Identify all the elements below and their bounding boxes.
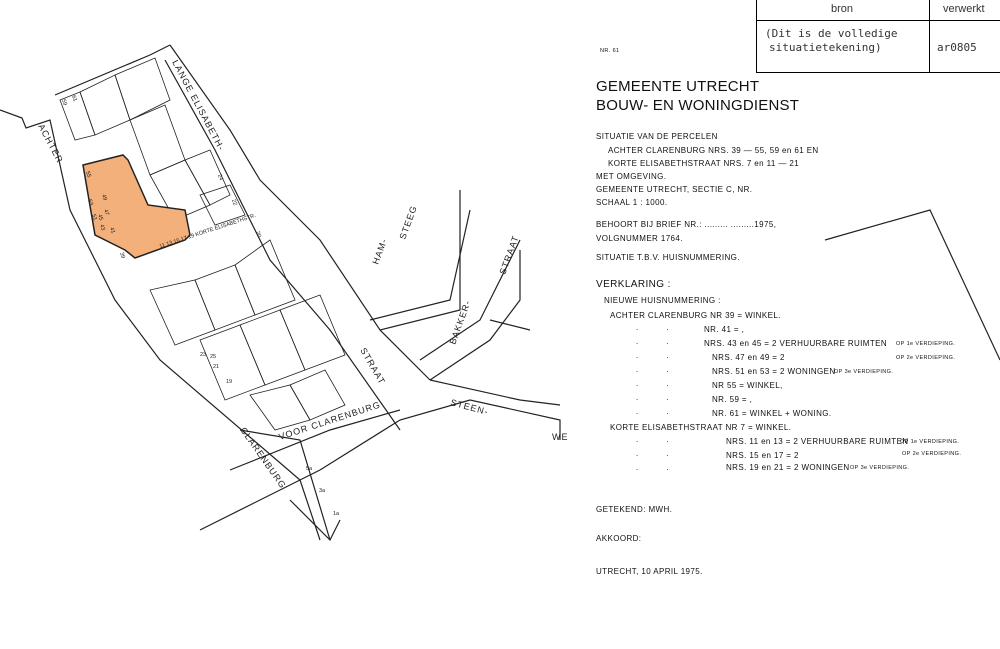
legend-akkoord: AKKOORD: xyxy=(596,534,642,543)
number-20: 20 xyxy=(254,231,262,239)
number-49: 49 xyxy=(100,194,108,202)
number-39: 39 xyxy=(118,252,126,260)
col-header-bron: bron xyxy=(831,3,854,15)
legend-row-3: NRS. 43 en 45 = 2 VERHUURBARE RUIMTEN xyxy=(704,339,888,348)
legend-schaal: SCHAAL 1 : 1000. xyxy=(596,198,668,207)
street-label-achter: ACHTER xyxy=(36,122,65,165)
bron-note-line-2: situatietekening) xyxy=(769,41,882,54)
street-label-we: WE xyxy=(552,432,569,442)
legend-row-5: NRS. 51 en 53 = 2 WONINGEN xyxy=(712,367,836,376)
legend-verklaring: VERKLARING : xyxy=(596,279,671,290)
legend-row-7: NR. 59 = , xyxy=(712,395,753,404)
street-label-bakker: BAKKER- xyxy=(447,299,472,346)
legend-row-9: KORTE ELISABETHSTRAAT NR 7 = WINKEL. xyxy=(610,423,792,432)
archive-table-header xyxy=(757,0,1000,21)
legend-row-5-note: OP 3e VERDIEPING. xyxy=(834,369,894,375)
number-19: 19 xyxy=(226,379,232,385)
legend-brief: BEHOORT BIJ BRIEF NR.: ......... .......… xyxy=(596,220,777,229)
legend-row-4: NRS. 47 en 49 = 2 xyxy=(712,353,785,362)
street-label-lange-elisabeth: LANGE ELISABETH- xyxy=(170,58,226,152)
street-label-voor-clarenburg: VOOR CLARENBURG xyxy=(278,399,382,441)
number-59: 59 xyxy=(60,99,68,107)
number-43: 43 xyxy=(98,224,106,232)
legend-row-11: NRS. 15 en 17 = 2 xyxy=(726,451,799,460)
legend-volgnummer: VOLGNUMMER 1764. xyxy=(596,234,683,243)
legend-sectie: GEMEENTE UTRECHT, SECTIE C, NR. xyxy=(596,185,753,194)
number-51: 51 xyxy=(90,214,98,222)
map-street-lines xyxy=(0,44,1000,542)
legend-situatie-tbv: SITUATIE T.B.V. HUISNUMMERING. xyxy=(596,253,740,262)
legend-plaats-datum: UTRECHT, 10 APRIL 1975. xyxy=(596,567,703,576)
street-label-straat: STRAAT xyxy=(358,346,387,386)
legend-row-1: ACHTER CLARENBURG NR 39 = WINKEL. xyxy=(610,311,781,320)
house-numbers: 59 61 55 53 51 49 47 45 43 41 39 24 22 2… xyxy=(60,95,340,517)
number-47: 47 xyxy=(102,209,110,217)
archive-table: bron verwerkt (Dit is de volledige situa… xyxy=(756,0,1000,73)
number-45: 45 xyxy=(96,214,104,222)
legend-row-3-note: OP 1e VERDIEPING. xyxy=(896,341,956,347)
number-53: 53 xyxy=(86,199,94,207)
number-1a: 1a xyxy=(333,511,340,517)
street-label-steeg: STEEG xyxy=(397,204,419,241)
legend-row-10-note: OP 1e VERDIEPING. xyxy=(900,439,960,445)
legend-getekend: GETEKEND: MWH. xyxy=(596,505,673,514)
legend-situatie-4: MET OMGEVING. xyxy=(596,172,667,181)
col-header-verwerkt: verwerkt xyxy=(943,3,985,15)
legend-situatie-1: SITUATIE VAN DE PERCELEN xyxy=(596,132,718,141)
number-23: 23 xyxy=(200,352,206,358)
legend-row-10: NRS. 11 en 13 = 2 VERHUURBARE RUIMTEN xyxy=(726,437,909,446)
legend-nr: NR. 61 xyxy=(600,48,620,54)
verwerkt-value: ar0805 xyxy=(937,41,977,54)
legend-org-1: GEMEENTE UTRECHT xyxy=(596,78,760,95)
street-label-straat-bakker: STRAAT xyxy=(497,234,520,276)
legend-org-2: BOUW- EN WONINGDIENST xyxy=(596,97,800,114)
legend-row-4-note: OP 2e VERDIEPING. xyxy=(896,355,956,361)
number-22: 22 xyxy=(230,199,238,207)
legend-row-6: NR 55 = WINKEL, xyxy=(712,381,783,390)
number-5a: 5a xyxy=(306,466,313,472)
number-24: 24 xyxy=(216,174,224,182)
legend-nieuwe: NIEUWE HUISNUMMERING : xyxy=(604,296,721,305)
number-25: 25 xyxy=(210,354,216,360)
legend-row-12: NRS. 19 en 21 = 2 WONINGEN xyxy=(726,463,850,472)
number-3a: 3a xyxy=(319,488,326,494)
number-55: 55 xyxy=(84,171,92,179)
number-61: 61 xyxy=(70,95,78,103)
legend-row-8: NR. 61 = WINKEL + WONING. xyxy=(712,409,832,418)
number-41: 41 xyxy=(108,227,116,235)
legend-row-11-note: OP 2e VERDIEPING. xyxy=(902,451,962,457)
map-parcels xyxy=(59,57,346,431)
legend-situatie-2: ACHTER CLARENBURG NRS. 39 — 55, 59 en 61… xyxy=(608,146,819,155)
bron-note-line-1: (Dit is de volledige xyxy=(765,27,898,40)
number-21: 21 xyxy=(213,364,219,370)
highlighted-parcel xyxy=(82,154,191,259)
legend-row-2: NR. 41 = , xyxy=(704,325,745,334)
legend-situatie-3: KORTE ELISABETHSTRAAT NRS. 7 en 11 — 21 xyxy=(608,159,800,168)
street-label-ham: HAM- xyxy=(370,237,389,266)
archive-table-divider xyxy=(929,0,930,72)
legend-row-12-note: OP 3e VERDIEPING. xyxy=(850,465,910,471)
